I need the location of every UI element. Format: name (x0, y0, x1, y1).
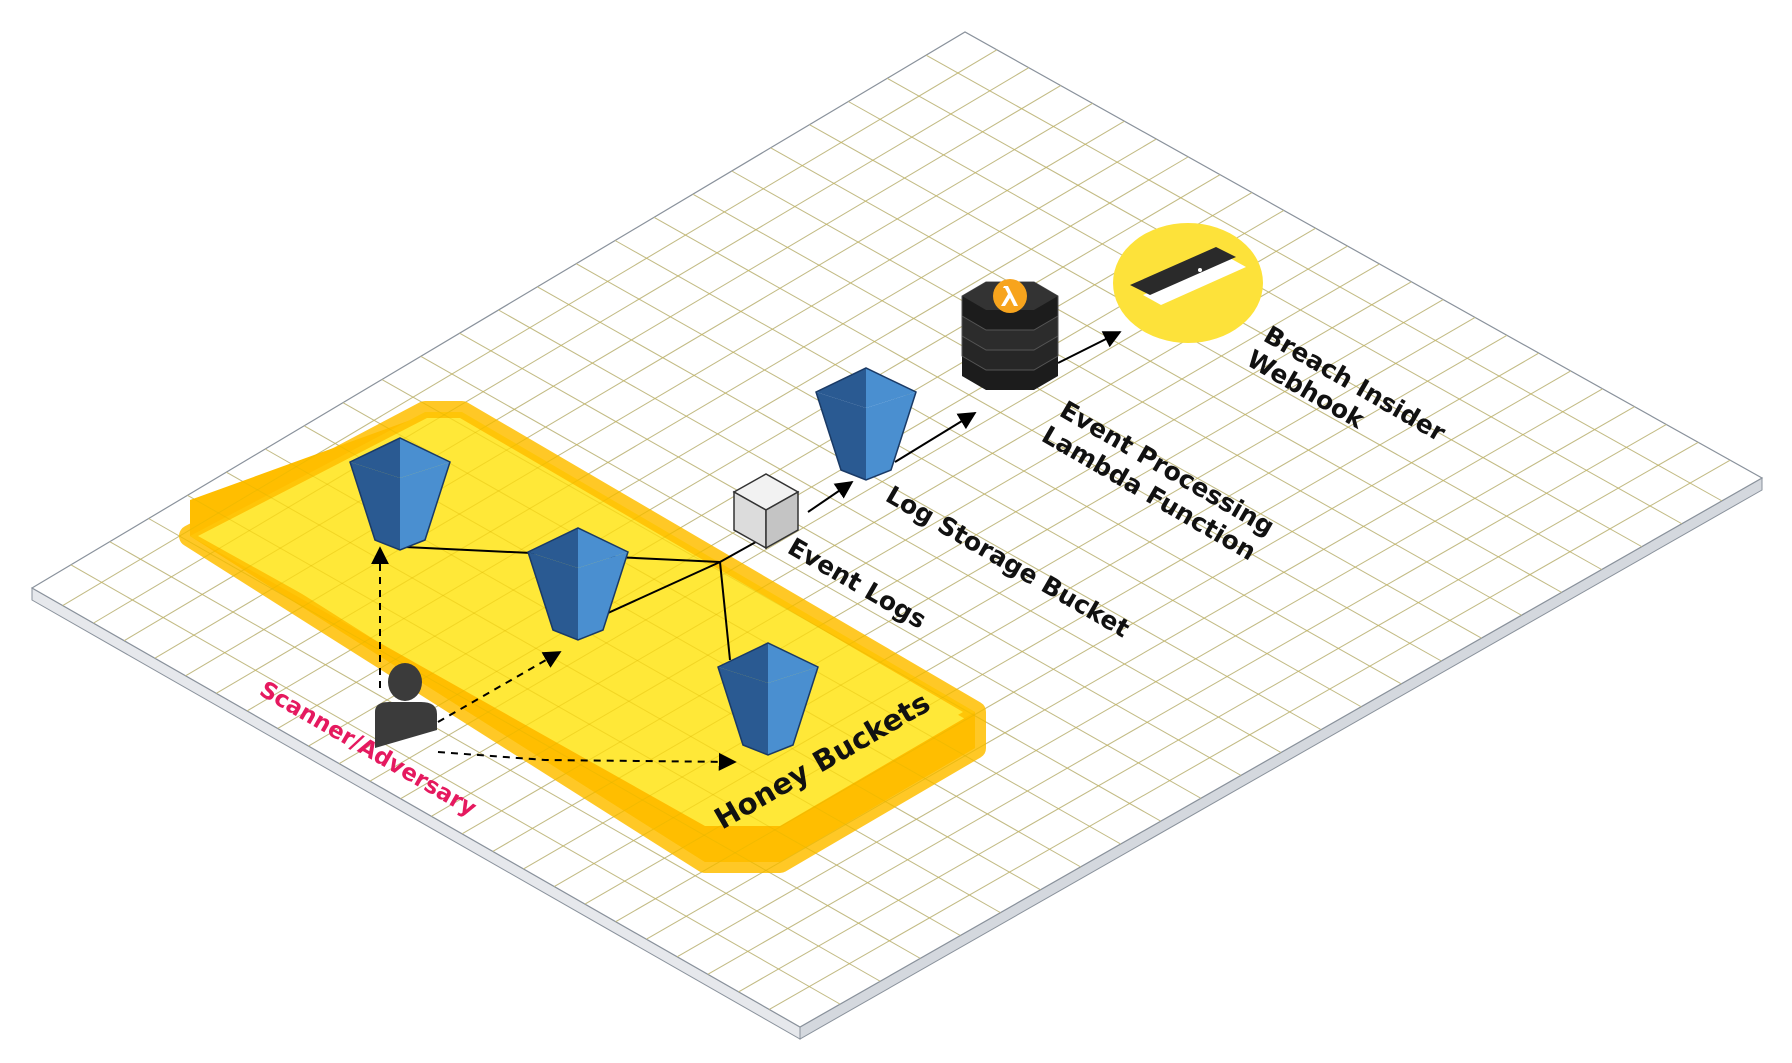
s3-bucket-icon (527, 527, 629, 641)
adversary-probes (371, 546, 737, 771)
honey-bucket-1 (349, 437, 451, 551)
honey-bucket-3 (717, 642, 819, 756)
cube-icon (732, 473, 800, 550)
adversary-node (375, 663, 437, 748)
webhook-door-icon (1113, 223, 1263, 343)
lambda-icon (961, 279, 1059, 390)
s3-bucket-icon (717, 642, 819, 756)
user-icon (375, 663, 437, 748)
s3-bucket-icon (815, 367, 917, 481)
log-storage-bucket-node (815, 367, 917, 481)
honey-bucket-2 (527, 527, 629, 641)
event-logs-node (732, 473, 800, 550)
s3-bucket-icon (349, 437, 451, 551)
lambda-function-node (961, 279, 1059, 390)
webhook-node (1113, 223, 1263, 343)
